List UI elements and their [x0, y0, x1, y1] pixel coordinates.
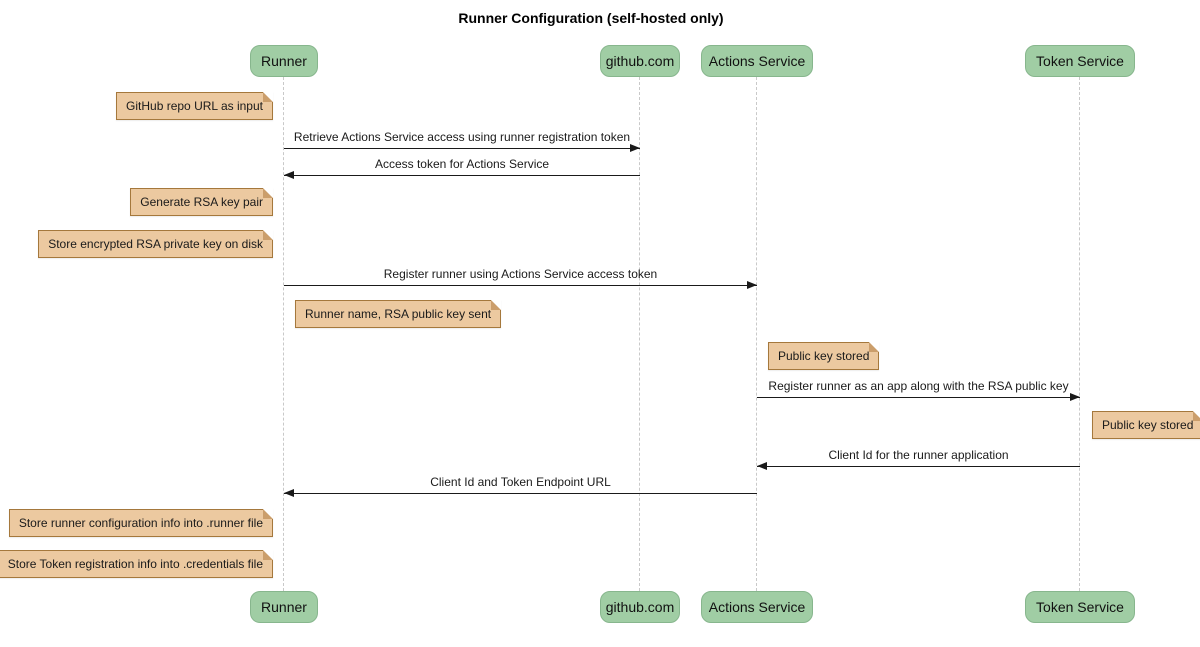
note-fold-icon: [1193, 411, 1200, 421]
message-line: [284, 281, 757, 289]
note-fold-icon: [263, 550, 273, 560]
message-label: Retrieve Actions Service access using ru…: [293, 130, 631, 144]
participant-token-service-bottom: Token Service: [1025, 591, 1135, 623]
message-label: Register runner as an app along with the…: [768, 379, 1069, 393]
message-line: [757, 393, 1080, 401]
note-runner-name-rsa-public-key: Runner name, RSA public key sent: [295, 300, 502, 328]
note-public-key-stored-actions-service: Public key stored: [768, 342, 880, 370]
arrowhead-right-icon: [630, 144, 640, 152]
message-label: Register runner using Actions Service ac…: [383, 267, 658, 281]
lifeline-github-com: [639, 77, 640, 591]
arrowhead-left-icon: [284, 171, 294, 179]
participant-token-service-top: Token Service: [1025, 45, 1135, 77]
note-fold-icon: [263, 92, 273, 102]
message-retrieve-actions-service-access: Retrieve Actions Service access using ru…: [284, 130, 640, 152]
note-text: Public key stored: [1102, 418, 1194, 432]
note-store-runner-configuration: Store runner configuration info into .ru…: [8, 509, 273, 537]
message-client-id-and-token-endpoint-url: Client Id and Token Endpoint URL: [284, 475, 757, 497]
note-text: Store Token registration info into .cred…: [7, 557, 263, 571]
note-fold-icon: [263, 230, 273, 240]
note-text: Generate RSA key pair: [140, 195, 263, 209]
note-store-encrypted-rsa-private-key: Store encrypted RSA private key on disk: [38, 230, 273, 258]
message-label: Client Id for the runner application: [828, 448, 1009, 462]
lifeline-runner: [283, 77, 284, 591]
note-text: Public key stored: [778, 349, 870, 363]
note-text: Runner name, RSA public key sent: [305, 307, 492, 321]
message-client-id-for-runner-application: Client Id for the runner application: [757, 448, 1080, 470]
arrowhead-right-icon: [747, 281, 757, 289]
lifeline-actions-service: [756, 77, 757, 591]
note-text: GitHub repo URL as input: [126, 99, 263, 113]
message-line: [284, 144, 640, 152]
note-fold-icon: [869, 342, 880, 352]
participant-runner-bottom: Runner: [250, 591, 318, 623]
note-generate-rsa-key-pair: Generate RSA key pair: [130, 188, 273, 216]
note-github-repo-url: GitHub repo URL as input: [116, 92, 273, 120]
message-register-runner-as-app: Register runner as an app along with the…: [757, 379, 1080, 401]
message-line: [284, 489, 757, 497]
note-store-token-registration: Store Token registration info into .cred…: [0, 550, 273, 578]
message-access-token-for-actions-service: Access token for Actions Service: [284, 157, 640, 179]
note-text: Store encrypted RSA private key on disk: [48, 237, 263, 251]
arrowhead-right-icon: [1070, 393, 1080, 401]
arrowhead-left-icon: [284, 489, 294, 497]
participant-runner-top: Runner: [250, 45, 318, 77]
note-public-key-stored-token-service: Public key stored: [1092, 411, 1200, 439]
note-fold-icon: [491, 300, 502, 310]
participant-github-com-top: github.com: [600, 45, 680, 77]
note-fold-icon: [263, 509, 273, 519]
message-label: Client Id and Token Endpoint URL: [430, 475, 611, 489]
note-text: Store runner configuration info into .ru…: [18, 516, 263, 530]
note-fold-icon: [263, 188, 273, 198]
lifeline-token-service: [1079, 77, 1080, 591]
participant-github-com-bottom: github.com: [600, 591, 680, 623]
message-line: [284, 171, 640, 179]
participant-actions-service-top: Actions Service: [701, 45, 813, 77]
arrowhead-left-icon: [757, 462, 767, 470]
message-line: [757, 462, 1080, 470]
page-title: Runner Configuration (self-hosted only): [458, 10, 724, 26]
participant-actions-service-bottom: Actions Service: [701, 591, 813, 623]
message-register-runner: Register runner using Actions Service ac…: [284, 267, 757, 289]
message-label: Access token for Actions Service: [374, 157, 550, 171]
